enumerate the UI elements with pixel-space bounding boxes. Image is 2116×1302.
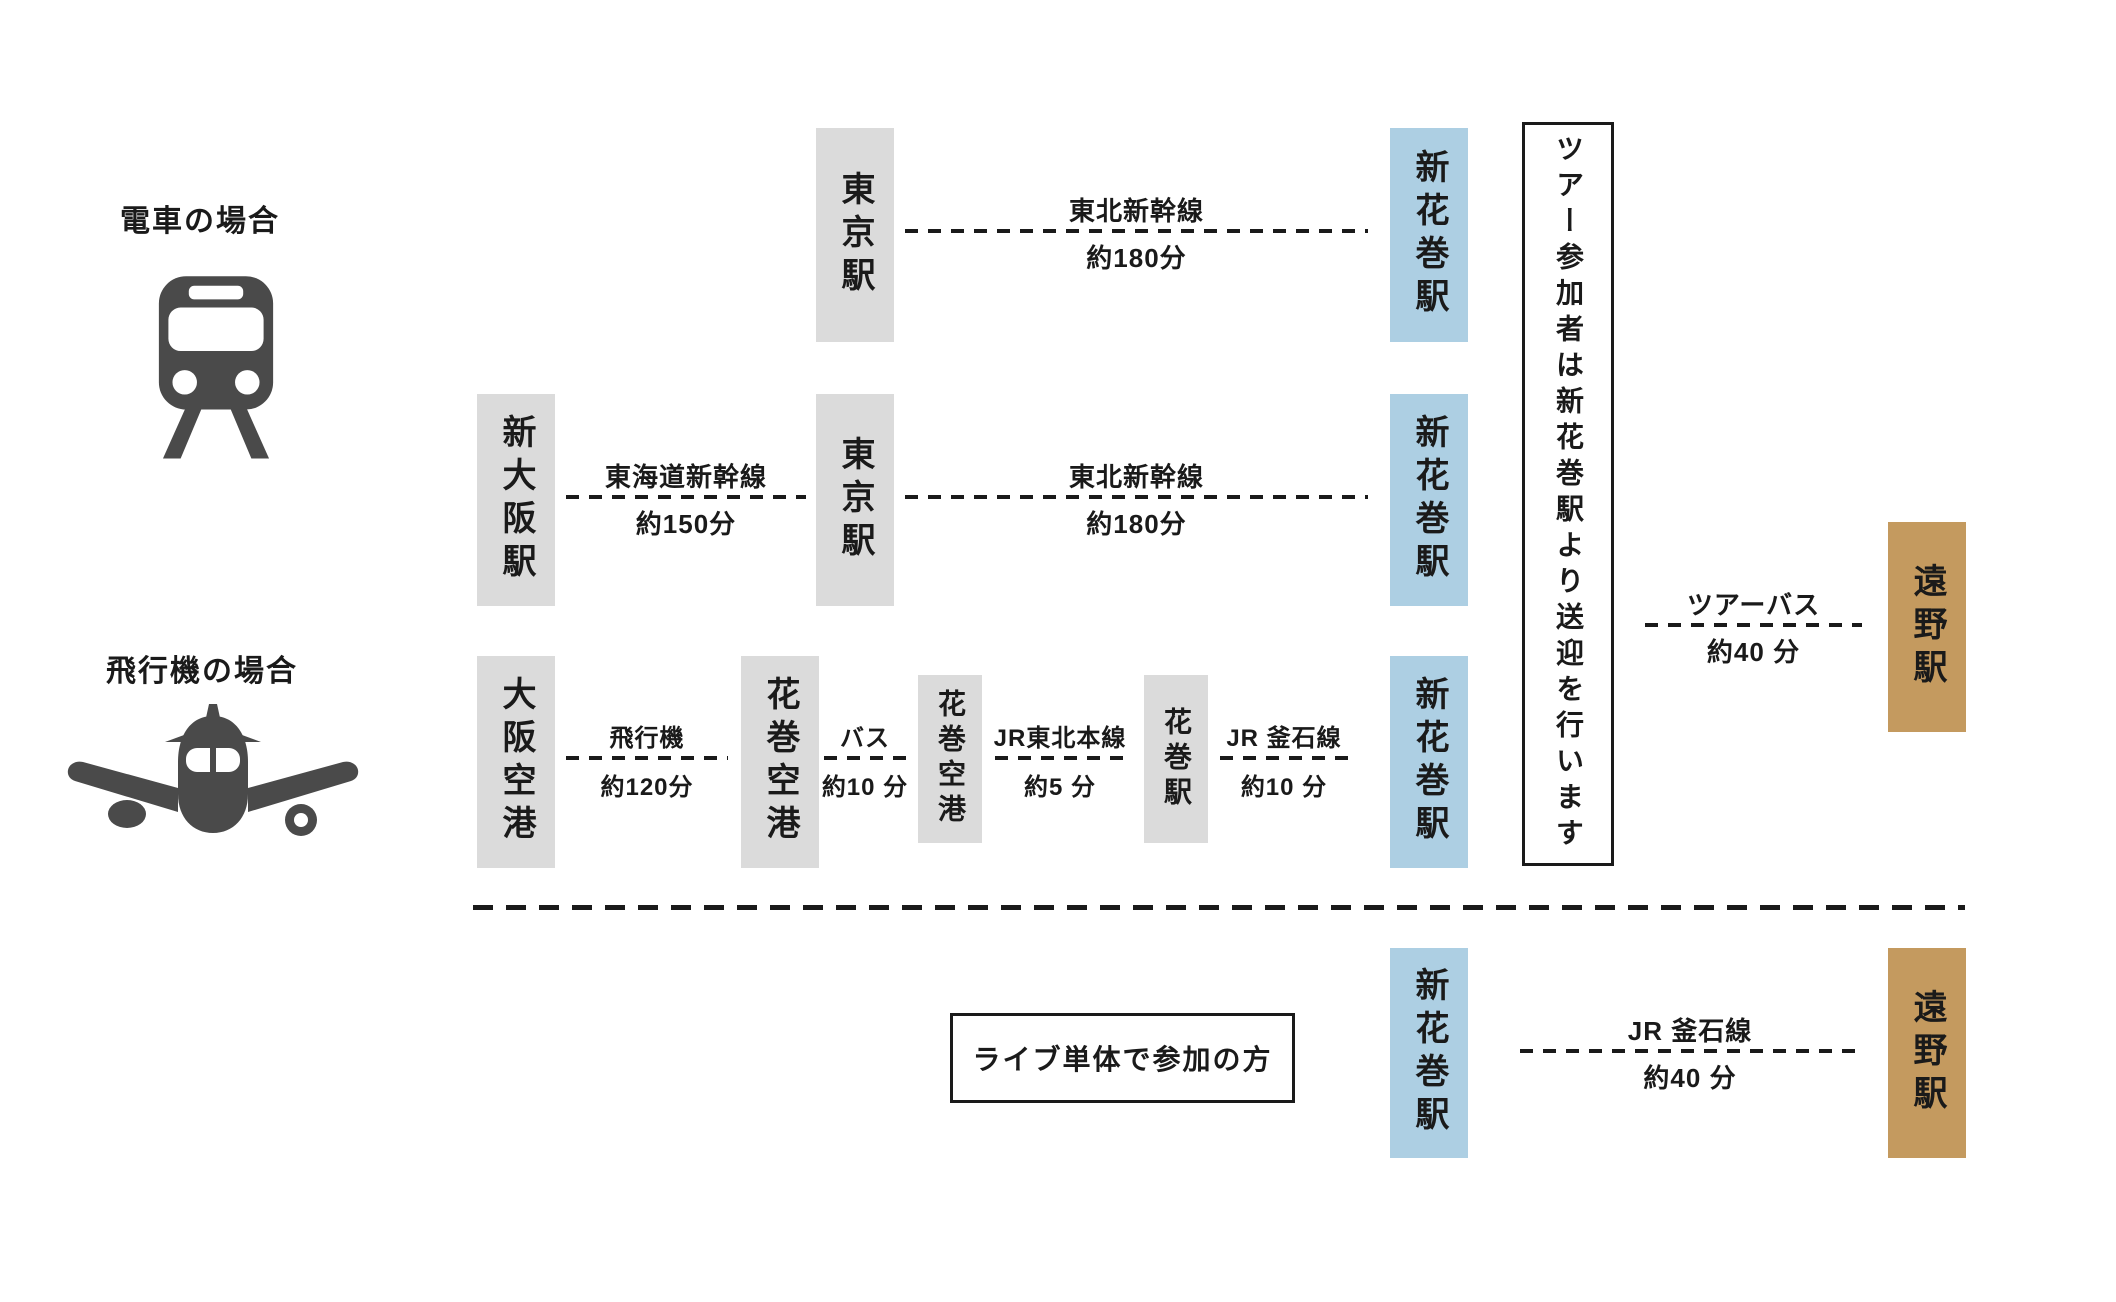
station-box-hanamaki-station: 花巻駅 [1144, 675, 1208, 843]
route-jr-tohoku-main-line: JR東北本線 約5 分 [993, 718, 1127, 802]
route-tour-bus: ツアーバス 約40 分 [1645, 585, 1862, 669]
station-box-shin-hanamaki-2: 新花巻駅 [1390, 394, 1468, 606]
dashed-route-line [824, 756, 906, 760]
dashed-route-line [995, 756, 1125, 760]
route-jr-kamaishi-line-2: JR 釜石線 約40 分 [1520, 1011, 1860, 1095]
station-box-hanamaki-airport-2: 花巻空港 [918, 675, 982, 843]
station-box-hanamaki-airport-1: 花巻空港 [741, 656, 819, 868]
route-bus: バス 約10 分 [821, 718, 909, 802]
route-time-label: 約150分 [635, 509, 737, 539]
route-line-label: 飛行機 [609, 725, 685, 752]
station-box-tono-1: 遠野駅 [1888, 522, 1966, 732]
route-line-label: JR 釜石線 [1627, 1016, 1753, 1046]
route-time-label: 約120分 [600, 774, 694, 801]
dashed-route-line [905, 229, 1368, 233]
route-tohoku-shinkansen-2: 東北新幹線 約180分 [905, 457, 1368, 541]
route-line-label: 東北新幹線 [1068, 196, 1205, 226]
route-time-label: 約10 分 [821, 774, 909, 801]
plane-section-label: 飛行機の場合 [106, 655, 298, 688]
train-section-label: 電車の場合 [120, 205, 280, 238]
route-tohoku-shinkansen-1: 東北新幹線 約180分 [905, 191, 1368, 275]
route-line-label: 東海道新幹線 [604, 462, 768, 492]
dashed-route-line [1220, 756, 1348, 760]
station-box-tokyo-2: 東京駅 [816, 394, 894, 606]
route-line-label: JR東北本線 [993, 725, 1127, 752]
dashed-route-line [566, 756, 728, 760]
route-time-label: 約180分 [1086, 243, 1187, 273]
route-jr-kamaishi-line-1: JR 釜石線 約10 分 [1220, 718, 1348, 802]
station-box-tono-2: 遠野駅 [1888, 948, 1966, 1158]
train-front-icon [148, 268, 284, 464]
dashed-route-line [1520, 1049, 1860, 1053]
route-airplane: 飛行機 約120分 [566, 718, 728, 802]
station-box-shin-hanamaki-1: 新花巻駅 [1390, 128, 1468, 342]
route-line-label: バス [840, 725, 890, 752]
route-time-label: 約5 分 [1023, 774, 1097, 801]
station-box-tokyo-1: 東京駅 [816, 128, 894, 342]
route-line-label: 東北新幹線 [1068, 462, 1205, 492]
route-time-label: 約40 分 [1643, 1063, 1737, 1093]
live-only-label-box: ライブ単体で参加の方 [950, 1013, 1295, 1103]
dashed-route-line [905, 495, 1368, 499]
dashed-route-line [566, 495, 806, 499]
station-box-osaka-airport: 大阪空港 [477, 656, 555, 868]
station-box-shin-hanamaki-3: 新花巻駅 [1390, 656, 1468, 868]
airplane-front-icon [62, 700, 364, 840]
station-box-shin-hanamaki-4: 新花巻駅 [1390, 948, 1468, 1158]
route-line-label: ツアーバス [1686, 590, 1821, 620]
route-time-label: 約180分 [1086, 509, 1187, 539]
route-tokaido-shinkansen: 東海道新幹線 約150分 [566, 457, 806, 541]
station-box-shin-osaka: 新大阪駅 [477, 394, 555, 606]
tour-pickup-note-box: ツアー参加者は新花巻駅より送迎を行います [1522, 122, 1614, 866]
section-divider-dashed-line [473, 905, 1965, 910]
route-line-label: JR 釜石線 [1226, 725, 1342, 752]
route-time-label: 約10 分 [1240, 774, 1328, 801]
dashed-route-line [1645, 623, 1862, 627]
route-time-label: 約40 分 [1706, 637, 1801, 667]
